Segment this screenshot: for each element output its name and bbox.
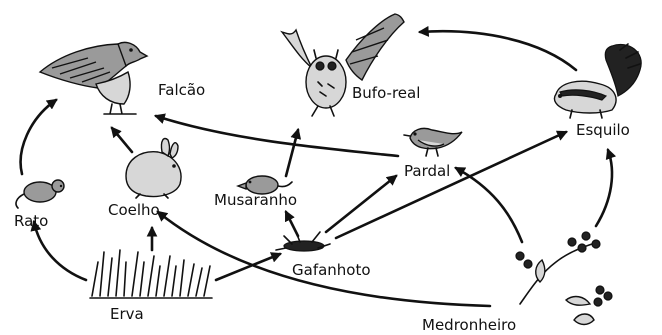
rabbit-illustration xyxy=(126,139,181,199)
label-musaranho: Musaranho xyxy=(214,191,297,209)
arrow-gafanhoto-to-esquilo xyxy=(336,132,566,238)
grasshopper-illustration xyxy=(276,232,330,251)
label-coelho: Coelho xyxy=(108,201,160,219)
label-falcao: Falcão xyxy=(158,81,205,99)
grass-illustration xyxy=(90,250,212,298)
arrow-musaranho-to-bufo-real xyxy=(286,130,298,176)
squirrel-illustration xyxy=(554,44,641,118)
arrow-gafanhoto-to-pardal xyxy=(326,176,396,232)
label-medronheiro: Medronheiro xyxy=(422,316,516,334)
arrow-erva-to-rato xyxy=(34,222,86,280)
sparrow-illustration xyxy=(404,128,462,156)
arrow-rato-to-falcao xyxy=(21,100,56,174)
arrow-esquilo-to-bufo-real xyxy=(420,31,576,70)
arrow-erva-to-gafanhoto xyxy=(216,254,280,280)
arrow-pardal-to-falcao xyxy=(156,116,398,156)
label-bufo-real: Bufo-real xyxy=(352,84,420,102)
mouse-illustration xyxy=(16,180,64,208)
arrow-coelho-to-falcao xyxy=(112,128,132,152)
label-erva: Erva xyxy=(110,305,144,323)
label-rato: Rato xyxy=(14,212,48,230)
arrow-gafanhoto-to-musaranho xyxy=(286,212,298,236)
arrow-medronheiro-to-esquilo xyxy=(596,150,612,226)
label-gafanhoto: Gafanhoto xyxy=(292,261,371,279)
arrow-medronheiro-to-coelho xyxy=(158,212,490,306)
label-pardal: Pardal xyxy=(404,162,450,180)
falcon-illustration xyxy=(40,42,147,114)
strawberry-tree-illustration xyxy=(516,232,612,325)
label-esquilo: Esquilo xyxy=(576,121,630,139)
